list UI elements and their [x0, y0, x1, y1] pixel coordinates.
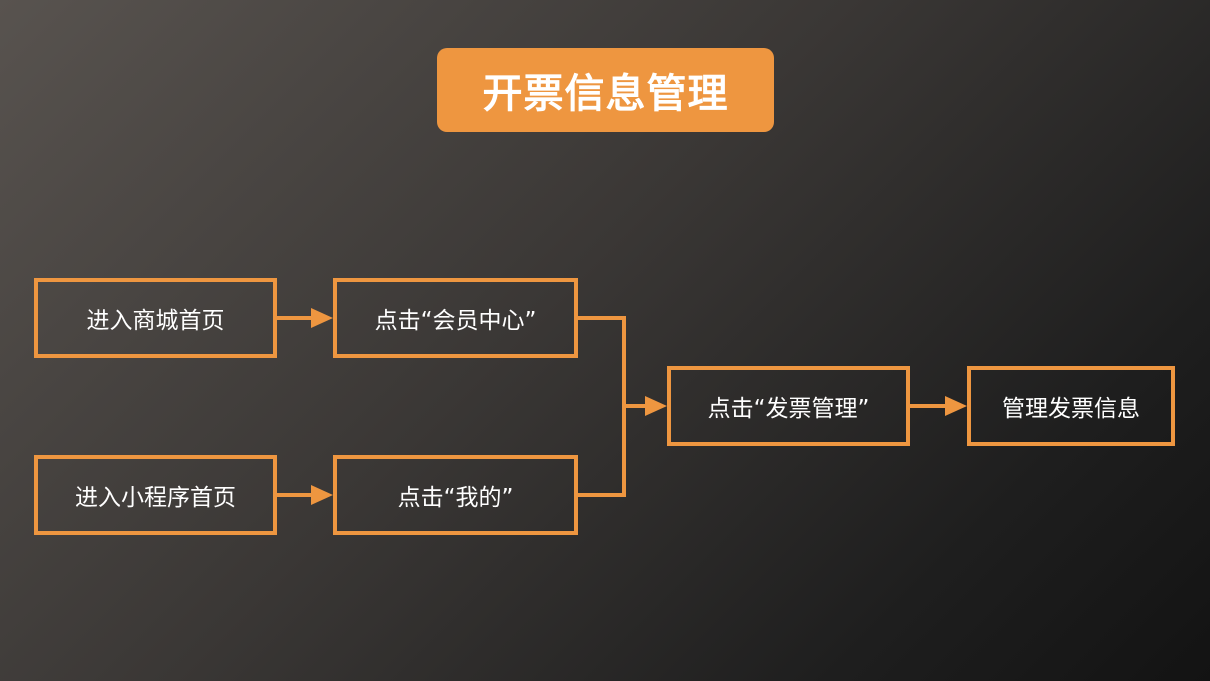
edge-member-to-merge: [578, 316, 626, 497]
node-member-center: 点击“会员中心”: [333, 278, 578, 358]
node-mine: 点击“我的”: [333, 455, 578, 535]
node-invoice-manage: 点击“发票管理”: [667, 366, 910, 446]
arrow-head-icon: [311, 485, 333, 505]
node-mall-home: 进入商城首页: [34, 278, 277, 358]
arrow-head-icon: [645, 396, 667, 416]
arrow-head-icon: [311, 308, 333, 328]
page-title: 开票信息管理: [437, 48, 774, 132]
node-manage-invoice-info: 管理发票信息: [967, 366, 1175, 446]
node-miniapp-home: 进入小程序首页: [34, 455, 277, 535]
arrow-head-icon: [945, 396, 967, 416]
